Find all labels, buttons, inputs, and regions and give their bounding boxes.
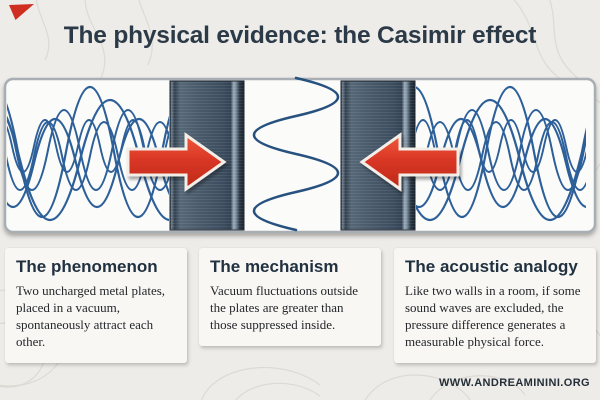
card-phenomenon: The phenomenon Two uncharged metal plate… [5,248,187,363]
website-label: WWW.ANDREAMININI.ORG [439,377,590,389]
card-acoustic-analogy: The acoustic analogy Like two walls in a… [394,248,596,363]
card-acoustic-analogy-heading: The acoustic analogy [405,257,578,276]
card-phenomenon-heading: The phenomenon [16,257,158,276]
standing-wave-between-plates [252,76,340,232]
card-mechanism-heading: The mechanism [210,257,339,276]
card-phenomenon-body: Two uncharged metal plates, placed in a … [16,283,166,349]
page-title: The physical evidence: the Casimir effec… [63,22,537,49]
card-mechanism: The mechanism Vacuum fluctuations outsid… [199,248,381,346]
card-acoustic-analogy-body: Like two walls in a room, if some sound … [405,283,581,349]
force-arrow-right-icon [126,132,227,192]
card-mechanism-body: Vacuum fluctuations outside the plates a… [210,283,359,332]
force-arrow-left-icon [359,132,460,192]
